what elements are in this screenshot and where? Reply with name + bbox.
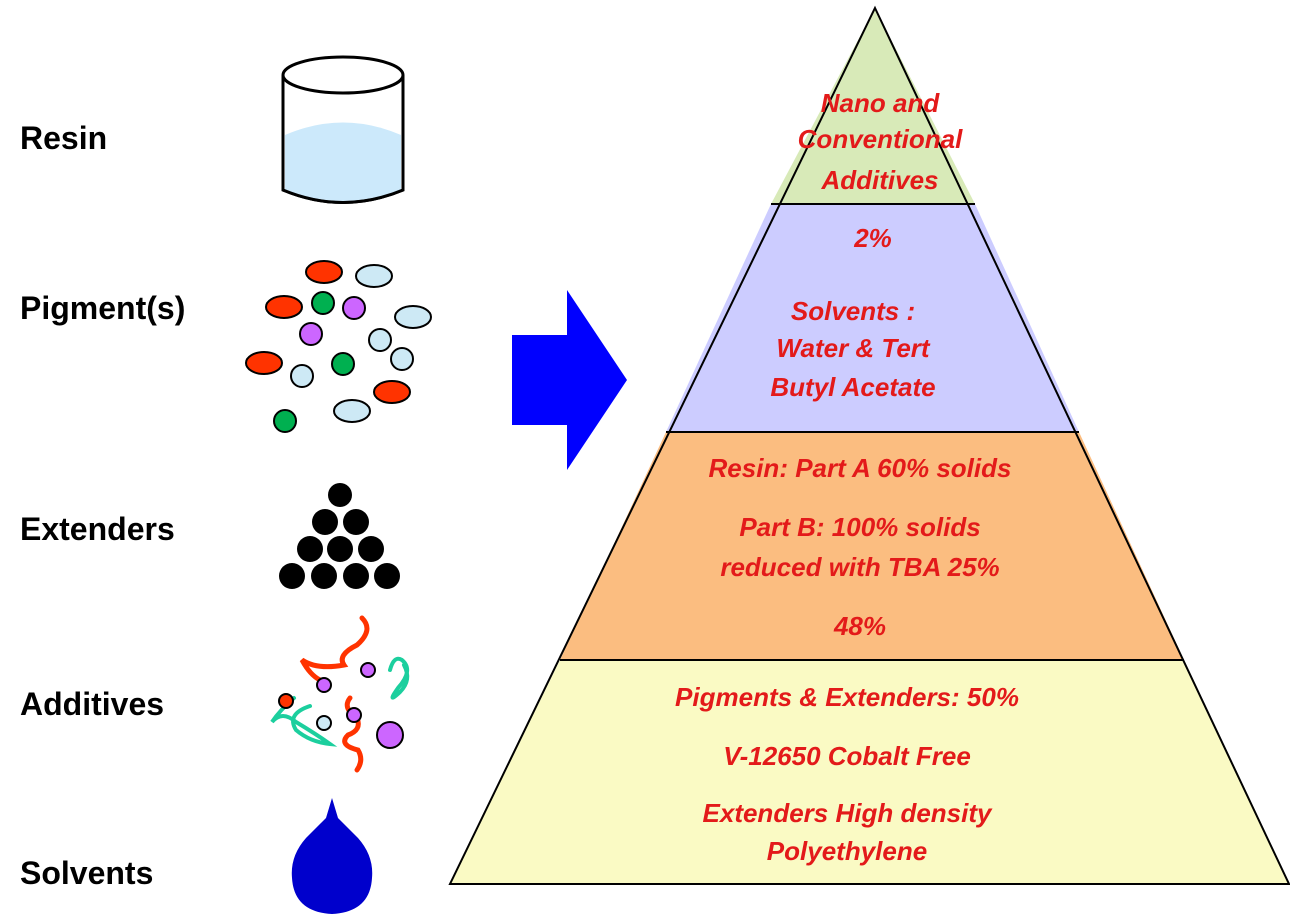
tier-second-line-1: 2% — [853, 223, 892, 253]
tier-top-line-2: Conventional — [798, 124, 963, 154]
droplet-icon — [290, 798, 374, 914]
tier-base-line-2: V-12650 Cobalt Free — [723, 741, 971, 771]
tier-third-line-4: 48% — [833, 611, 886, 641]
tier-second-line-2: Solvents : — [791, 296, 915, 326]
label-pigments: Pigment(s) — [20, 290, 186, 326]
pyramid-tier-third — [560, 432, 1184, 660]
tier-top-line-3: Additives — [820, 165, 938, 195]
tier-third-line-3: reduced with TBA 25% — [720, 552, 999, 582]
pyramid-tier-top — [771, 8, 975, 204]
label-resin: Resin — [20, 120, 108, 156]
label-additives: Additives — [20, 686, 165, 722]
right-arrow-icon — [512, 290, 627, 470]
pigment-particles-icon — [240, 255, 440, 440]
label-extenders: Extenders — [20, 511, 175, 547]
additive-molecules-icon — [262, 610, 432, 775]
tier-base-line-3: Extenders High density — [703, 798, 993, 828]
label-solvents: Solvents — [20, 855, 154, 891]
pyramid-tier-second — [666, 204, 1079, 432]
pyramid-tier-base — [450, 660, 1289, 884]
tier-third-line-1: Resin: Part A 60% solids — [709, 453, 1012, 483]
beaker-icon — [278, 50, 408, 215]
stacked-spheres-icon — [276, 479, 404, 594]
tier-base-line-4: Polyethylene — [767, 836, 927, 866]
tier-base-line-1: Pigments & Extenders: 50% — [675, 682, 1019, 712]
tier-top-line-1: Nano and — [821, 88, 941, 118]
tier-second-line-4: Butyl Acetate — [770, 372, 935, 402]
tier-third-line-2: Part B: 100% solids — [739, 512, 980, 542]
pyramid-outline — [448, 5, 1290, 885]
tier-second-line-3: Water & Tert — [776, 333, 930, 363]
